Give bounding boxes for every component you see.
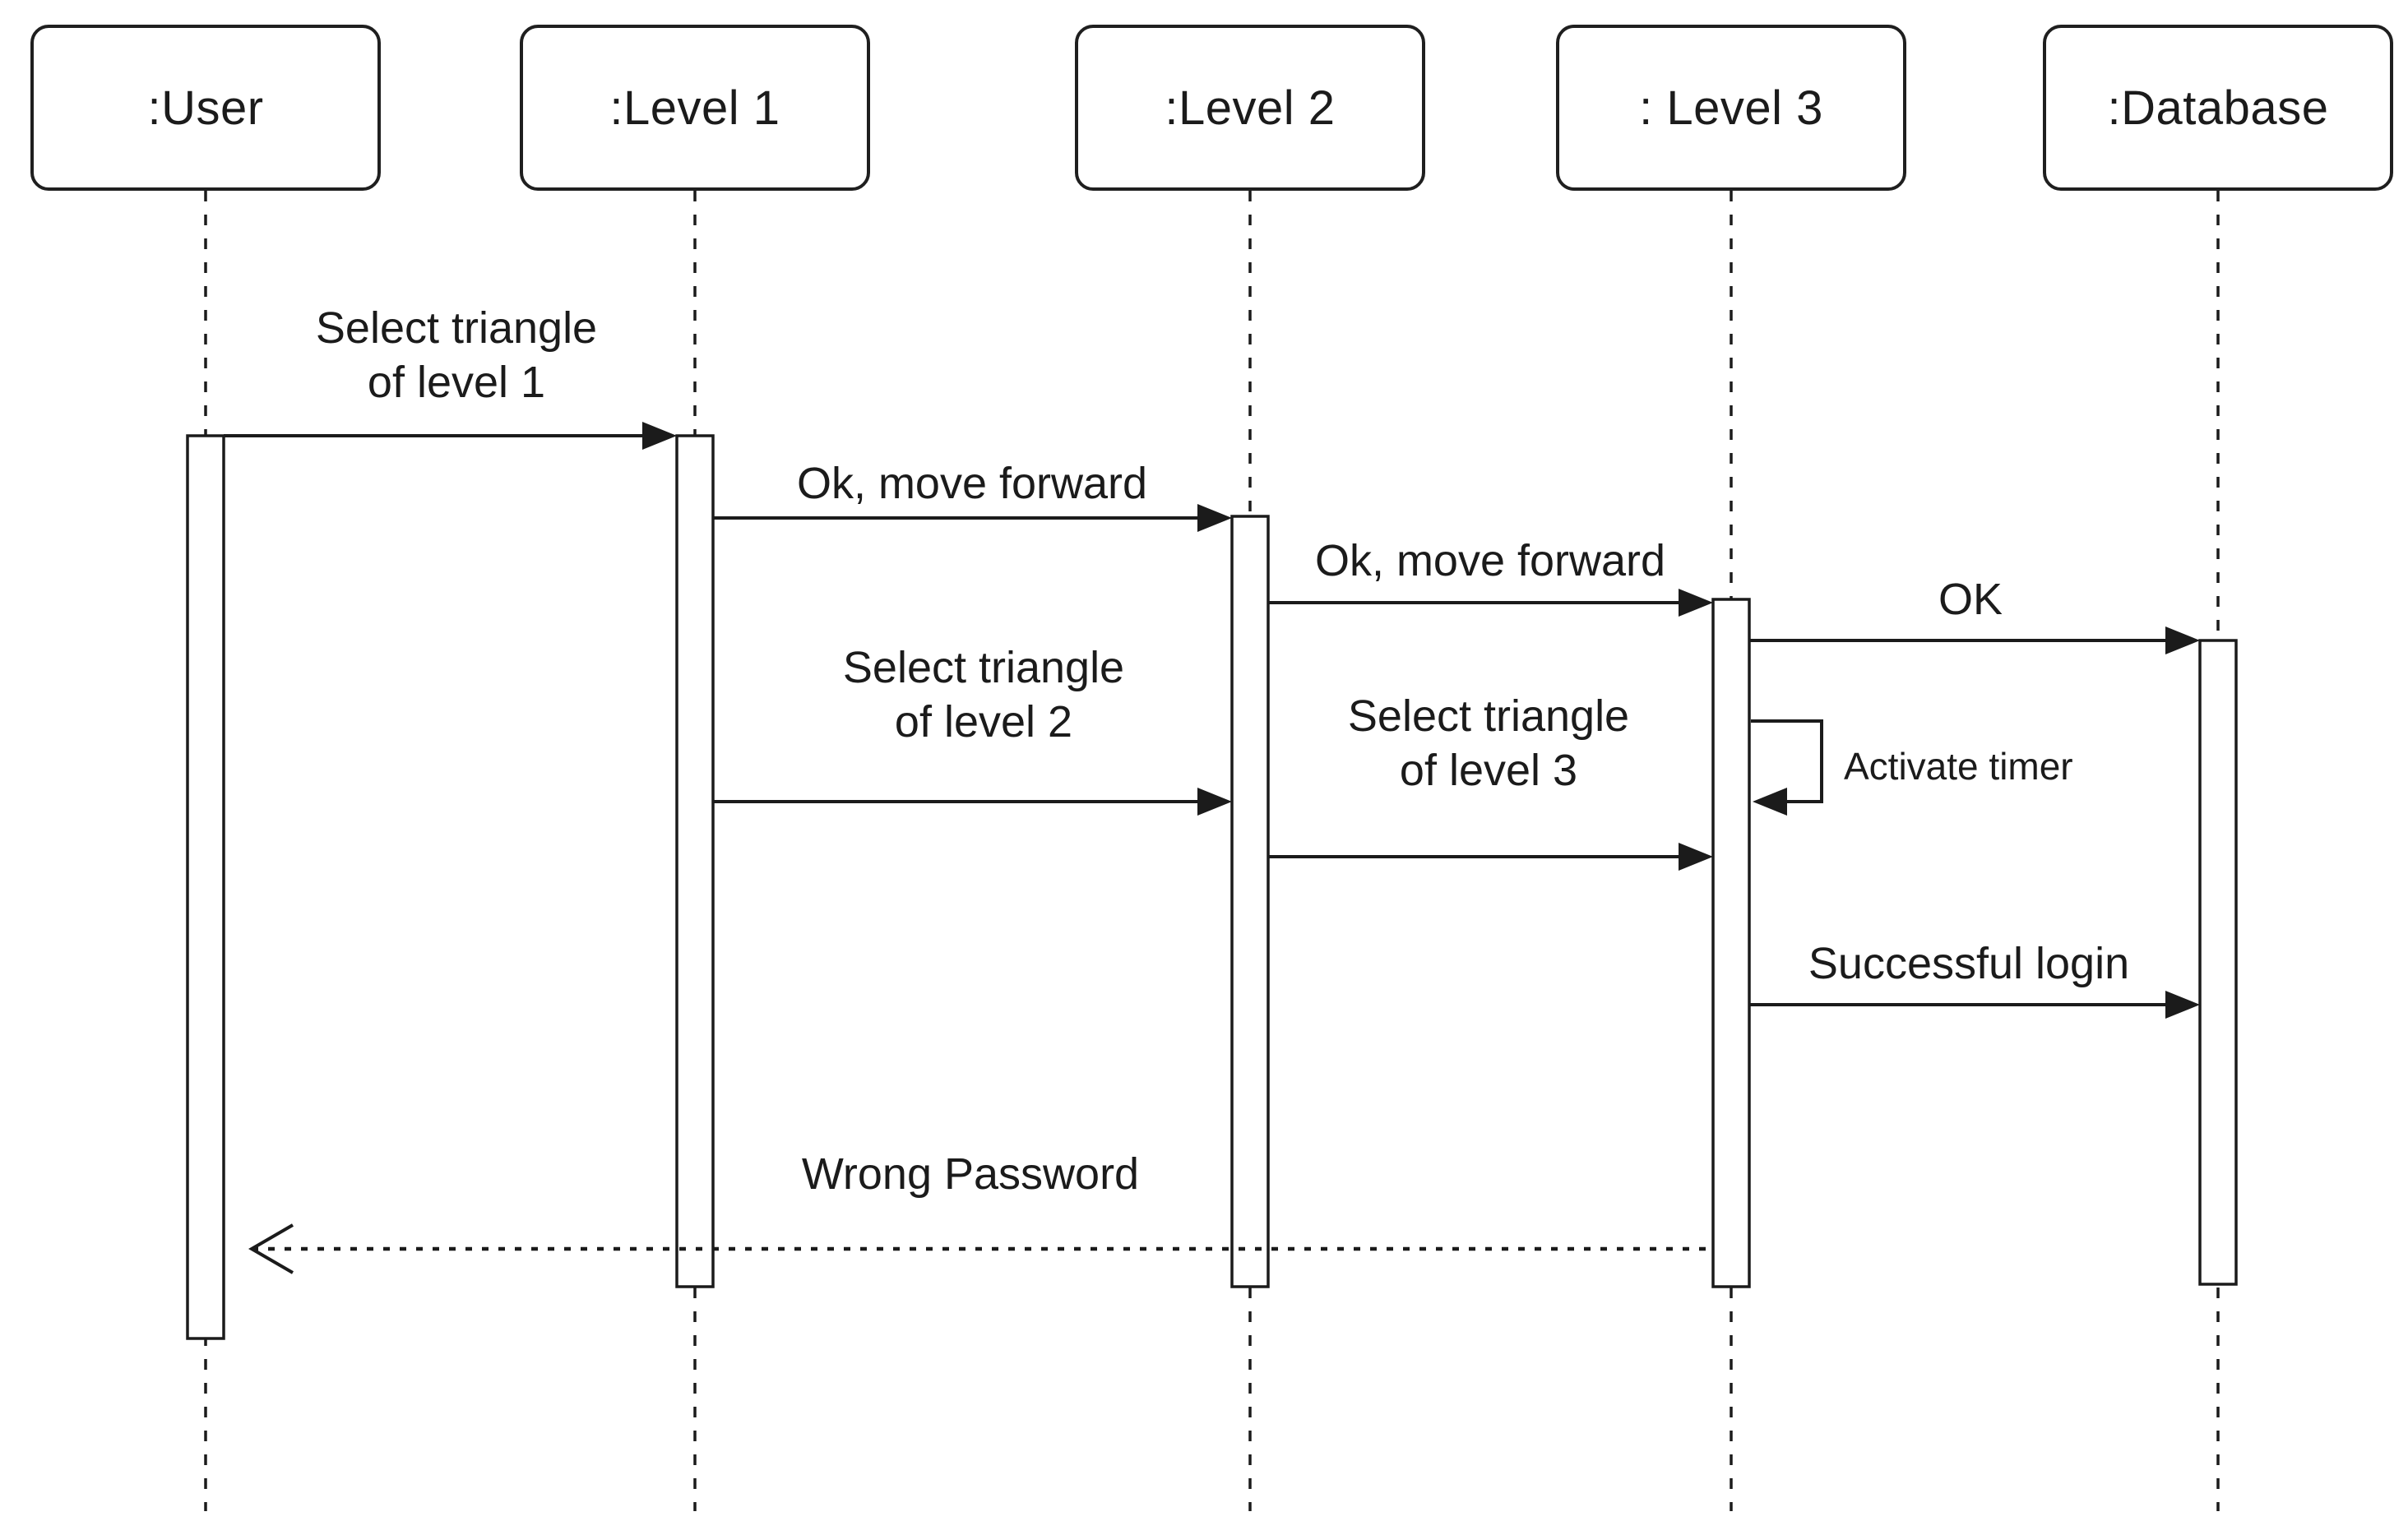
message-label-wrong-password: Wrong Password	[802, 1147, 1139, 1201]
actor-box-database: :Database	[2043, 25, 2393, 191]
message-label-line: of level 3	[1399, 746, 1578, 795]
message-label-line: of level 1	[367, 358, 546, 407]
actor-box-user: :User	[30, 25, 381, 191]
activation-bar-database	[2198, 639, 2238, 1286]
actor-label-level1: :Level 1	[609, 81, 780, 135]
arrowhead-icon-ok-move-forward-2	[1679, 589, 1713, 617]
message-label-ok: OK	[1938, 572, 2003, 626]
message-label-ok-move-forward-2: Ok, move forward	[1315, 534, 1665, 588]
activation-bar-level1	[675, 434, 715, 1288]
message-label-line: Ok, move forward	[796, 459, 1148, 508]
message-label-line: Select triangle	[1347, 691, 1630, 741]
message-label-line: of level 2	[894, 697, 1073, 747]
message-label-select-triangle-2: Select triangle of level 2	[843, 640, 1124, 749]
actor-label-user: :User	[147, 81, 264, 135]
activation-bar-user	[186, 434, 225, 1340]
message-label-activate-timer: Activate timer	[1844, 739, 2073, 793]
arrowhead-icon-activate-timer	[1753, 788, 1787, 816]
message-label-ok-move-forward-1: Ok, move forward	[797, 456, 1147, 511]
message-label-line: Select triangle	[842, 643, 1125, 692]
activation-bar-level2	[1230, 515, 1270, 1288]
message-label-select-triangle-1: Select triangle of level 1	[316, 301, 597, 409]
message-label-line: Select triangle	[315, 303, 598, 353]
actor-label-level3: : Level 3	[1639, 81, 1823, 135]
self-message-loop	[1751, 719, 1823, 803]
arrowhead-icon-successful-login	[2165, 991, 2200, 1019]
actor-label-level2: :Level 2	[1165, 81, 1336, 135]
message-label-line: OK	[1938, 575, 2003, 624]
arrowhead-icon-select-triangle-1	[642, 422, 677, 450]
actor-box-level1: :Level 1	[520, 25, 870, 191]
message-label-line: Successful login	[1808, 939, 2130, 988]
message-label-line: Wrong Password	[801, 1149, 1140, 1199]
message-label-line: Activate timer	[1844, 745, 2073, 788]
message-label-successful-login: Successful login	[1808, 936, 2129, 991]
arrowhead-icon-select-triangle-2	[1197, 788, 1232, 816]
message-label-line: Ok, move forward	[1314, 536, 1666, 585]
actor-box-level2: :Level 2	[1075, 25, 1425, 191]
arrowhead-icon-select-triangle-3	[1679, 843, 1713, 871]
actor-label-database: :Database	[2107, 81, 2329, 135]
message-label-select-triangle-3: Select triangle of level 3	[1348, 689, 1629, 797]
actor-box-level3: : Level 3	[1556, 25, 1906, 191]
arrowhead-icon-ok-move-forward-1	[1197, 504, 1232, 532]
open-arrowhead-icon-wrong-password	[248, 1223, 294, 1274]
arrowhead-icon-ok	[2165, 626, 2200, 654]
activation-bar-level3	[1711, 598, 1751, 1288]
